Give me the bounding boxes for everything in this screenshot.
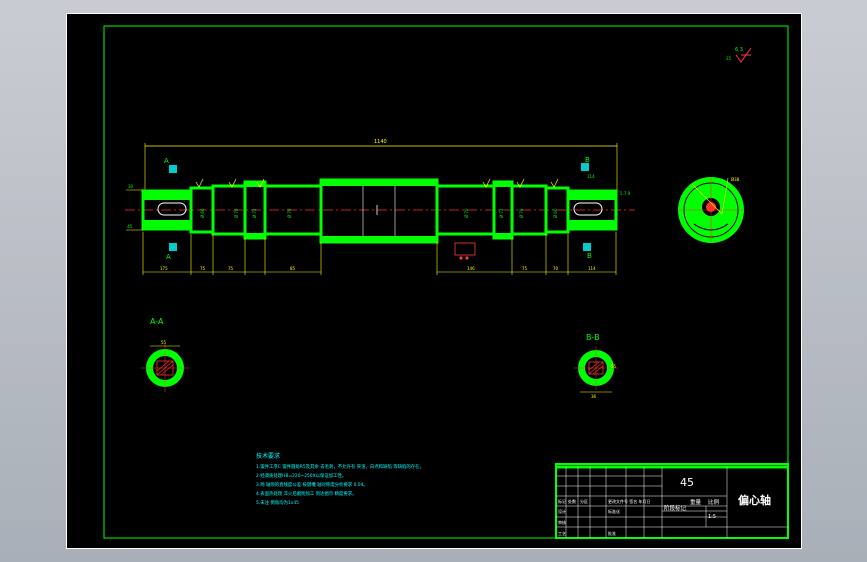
dim-right-4: 114 [588,266,596,271]
scale-label: 比例 [708,498,720,506]
row-label-2: 设计 [558,508,566,514]
note-4: 4.表面热处理 淬火后磨削加工 到达图示 精度要求。 [256,490,357,497]
shaft-main-view [141,178,618,244]
roughness-symbols [195,178,559,188]
svg-text:Ø 70: Ø 70 [464,208,469,218]
shaft-collar-center [319,178,439,244]
dim-left-2: 75 [200,266,206,271]
shaft-fill-bands [143,180,616,242]
section-a-title: A-A [150,317,164,326]
roughness-value: 6.3 [735,47,743,53]
section-a-letter-bottom: A [166,253,171,261]
note-2: 2.经调质处理HB=220~250X以保证加工性。 [256,472,346,479]
section-b-letter-bottom: B [587,252,592,260]
notes-title: 技术要求 [256,452,280,460]
scale-value: 1:5 [708,514,716,520]
section-marker-a-top: A [164,157,177,173]
technical-notes: 技术要求 1.锻件工序C 锻件圆角R5及其余 去毛刺，不允许有 夹渣，白点和缺陷… [256,452,424,506]
inner-frame [103,25,789,539]
row-label-3: 审核 [558,519,566,525]
dim-right-2: 75 [522,266,528,271]
keyway-right [573,202,603,216]
note-1: 1.锻件工序C 锻件圆角R5及其余 去毛刺，不允许有 夹渣，白点和缺陷 等缺陷的… [256,463,424,470]
right-dim: 5.7.9 [620,191,631,196]
section-a-view: A-A 55 [141,317,189,392]
svg-text:.45: .45 [126,224,133,229]
weight-label: 重量 [690,498,702,506]
section-b-view: B-B 36 55 [574,333,618,399]
svg-text:Ø 70: Ø 70 [519,208,524,218]
dim-left-4: 85 [290,266,296,271]
section-b-dim: 55 [611,364,617,369]
stage-label: 阶段标记 [664,504,687,512]
mid-text: 更改文件号 签名 年月日 [608,498,651,504]
diameter-labels: Ø 60 Ø 70 Ø 72 Ø 70 Ø 70 Ø 72 Ø 70 Ø 60 [200,208,558,218]
dim-left-1: 175 [160,266,168,271]
top-right-dim: 114 [587,174,595,179]
section-marker-b-top: B [581,156,590,171]
keyway-left [157,202,187,216]
svg-text:30: 30 [128,184,134,189]
dim-right-3: 70 [553,266,559,271]
dim-left-3: 75 [228,266,234,271]
part-name: 偏心轴 [738,493,771,507]
roughness-small: 25 [726,56,732,61]
section-marker-b-bottom: B [583,243,592,260]
row-mid-1: 处数 [568,498,576,504]
overall-length-label: 1140 [374,139,387,145]
svg-text:Ø 60: Ø 60 [200,208,205,218]
section-b-title: B-B [586,333,600,342]
overall-dimension: 1140 [144,139,618,190]
bottom-dim-labels: 175 75 75 85 146 75 70 114 [160,266,596,271]
section-marker-a-bottom: A [166,243,177,261]
svg-text:Ø 70: Ø 70 [287,208,292,218]
left-end-marks [126,189,143,231]
dim-right-1: 146 [467,266,475,271]
roughness-symbol-top-right: 6.3 25 [726,47,752,63]
svg-text:Ø 72: Ø 72 [252,208,257,218]
row-mid-2: 标准化 [608,508,620,514]
note-3: 3.两 轴颈的直线度公差 按键槽 轴对称度分析要求 0.04。 [256,481,368,488]
end-view-dim: Ø38 [731,177,740,182]
drawing-sheet [66,13,802,549]
row-label-4: 工艺 [558,531,566,536]
section-a-dim: 55 [161,340,167,345]
svg-text:Ø 72: Ø 72 [499,208,504,218]
datum-box [454,242,476,260]
bottom-dimensions [142,232,617,275]
row-sig-1: 分区 [580,498,588,504]
note-5: 5.未注 倒角均为1x45 [256,499,299,506]
svg-text:Ø 60: Ø 60 [553,208,558,218]
title-block: 45 偏心轴 阶段标记 重量 比例 1:5 标记 设计 审核 工艺 处数 标准化… [555,463,789,539]
material-value: 45 [680,476,694,489]
svg-text:Ø 70: Ø 70 [234,208,239,218]
row-label-1: 标记 [558,498,566,504]
end-view: Ø38 [678,177,744,243]
section-b-bottom-dim: 36 [591,394,597,399]
section-a-letter-top: A [164,157,169,165]
section-b-letter-top: B [585,156,590,164]
row-mid-4: 批准 [608,530,616,536]
